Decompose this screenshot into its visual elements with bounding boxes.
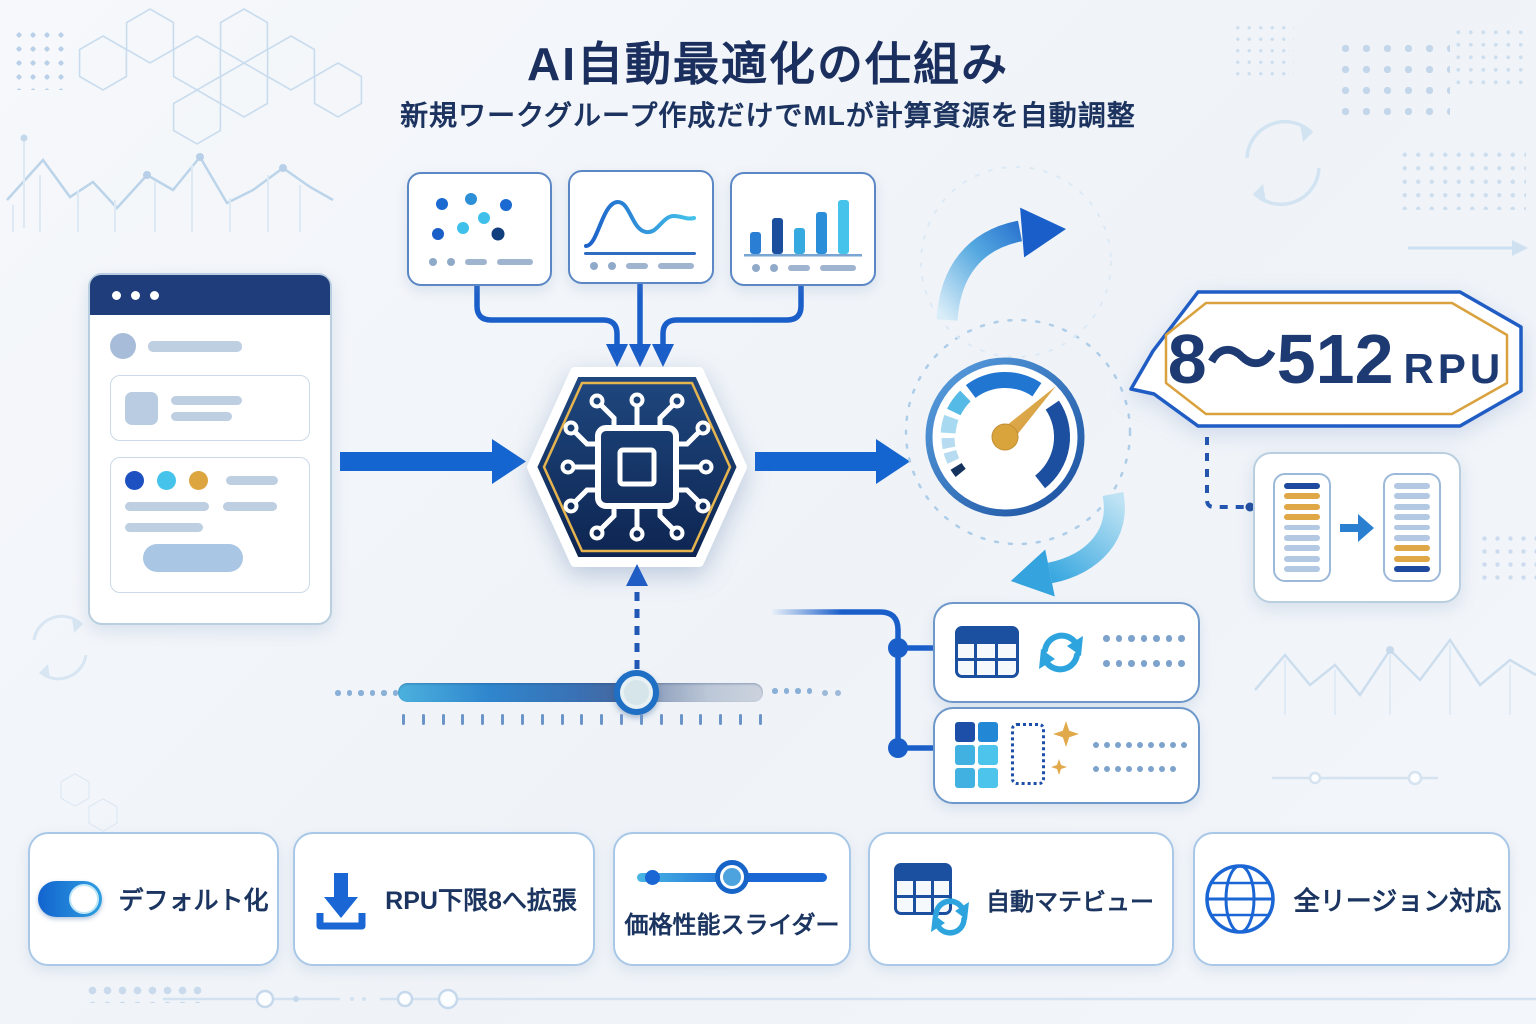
doc-after	[1383, 473, 1441, 582]
toggle-on-icon[interactable]	[38, 881, 103, 917]
table-icon	[955, 626, 1019, 678]
scatter-chart-card	[407, 172, 552, 286]
dashed-slot-icon	[1011, 723, 1045, 785]
page-subtitle: 新規ワークグループ作成だけでMLが計算資源を自動調整	[400, 100, 1136, 131]
feature-label: デフォルト化	[118, 887, 269, 915]
placeholder-line	[171, 395, 242, 405]
rpu-range-unit: RPU	[1403, 345, 1505, 392]
scatter-chart-icon	[429, 193, 533, 266]
feature-label: 価格性能スライダー	[624, 911, 840, 939]
dot-grid-decor	[1232, 22, 1294, 80]
wave-chart-decor	[6, 134, 334, 232]
cycle-arrow-decor	[1245, 119, 1321, 207]
dotted-text-line	[1103, 635, 1185, 642]
main-slider-thumb[interactable]	[614, 670, 659, 715]
sparkle-icon	[1051, 759, 1067, 775]
placeholder-line	[223, 502, 277, 511]
bar-chart-card	[730, 172, 876, 286]
dotted-text-line	[1093, 766, 1176, 772]
line-chart-card	[568, 170, 714, 284]
workgroup-grid-mini-card	[933, 707, 1200, 804]
table-sync-icon	[888, 857, 974, 941]
mock-list-item	[110, 375, 310, 441]
thumbnail-placeholder	[125, 391, 158, 425]
grid-blocks-icon	[955, 722, 998, 788]
placeholder-line	[148, 340, 242, 352]
transform-arrow-icon	[1340, 514, 1374, 542]
placeholder-line	[226, 476, 278, 485]
dot-grid-decor	[1335, 38, 1450, 126]
honeycomb-decor-small	[60, 773, 118, 832]
placeholder-line	[125, 502, 209, 511]
sparkle-icon	[1053, 721, 1079, 747]
doc-compare-card	[1253, 452, 1461, 603]
option-dot-cyan	[157, 471, 176, 490]
download-icon	[316, 873, 366, 930]
dotted-text-line	[1093, 742, 1187, 748]
dot-grid-decor	[12, 28, 64, 90]
feature-card-price-perf: 価格性能スライダー	[613, 832, 851, 966]
feature-label: 全リージョン対応	[1293, 885, 1502, 916]
window-dot	[131, 290, 140, 300]
browser-window-mockup	[88, 273, 332, 625]
slider-right-dots	[772, 688, 812, 694]
mini-slider-thumb[interactable]	[715, 859, 749, 894]
mock-form-panel	[110, 457, 310, 593]
window-dot	[112, 290, 121, 300]
window-dot	[150, 290, 159, 300]
feature-card-default: デフォルト化	[28, 832, 279, 966]
rpu-range-value: 8〜512	[1167, 320, 1394, 398]
slider-tick-marks	[402, 714, 762, 725]
placeholder-line	[125, 523, 203, 532]
placeholder-line	[171, 411, 232, 421]
sync-icon	[1039, 632, 1083, 673]
dotted-text-line	[1103, 660, 1185, 667]
dot-grid-decor	[1478, 532, 1536, 582]
rpu-range-label: 8〜512 RPU	[1160, 300, 1512, 418]
option-dot-gold	[189, 471, 208, 490]
auto-matview-mini-card	[933, 602, 1200, 703]
feature-card-all-regions: 全リージョン対応	[1193, 832, 1510, 966]
browser-titlebar	[90, 275, 330, 315]
page-title: AI自動最適化の仕組み	[527, 38, 1009, 90]
globe-icon	[1205, 864, 1275, 934]
avatar	[110, 333, 136, 359]
dot-grid-decor	[1452, 26, 1526, 88]
wave-chart-decor-right	[1254, 637, 1536, 715]
option-dot-blue	[125, 471, 144, 490]
line-chart-icon	[584, 199, 696, 270]
mock-button	[143, 544, 243, 572]
timeline-decor	[163, 240, 1536, 1010]
doc-before	[1273, 473, 1331, 582]
slider-icon	[637, 859, 827, 895]
feature-label: 自動マテビュー	[986, 888, 1154, 916]
feature-card-auto-matview: 自動マテビュー	[868, 832, 1174, 966]
dot-grid-decor	[1398, 148, 1526, 210]
cycle-arrow-decor-left	[32, 614, 88, 681]
main-slider-track[interactable]	[398, 683, 763, 702]
slider-left-dots	[335, 690, 398, 696]
feature-card-rpu-floor: RPU下限8へ拡張	[293, 832, 595, 966]
sync-icon	[931, 898, 969, 936]
mini-slider-start-dot	[645, 869, 660, 885]
bar-chart-icon	[744, 200, 862, 272]
feature-label: RPU下限8へ拡張	[385, 887, 577, 915]
